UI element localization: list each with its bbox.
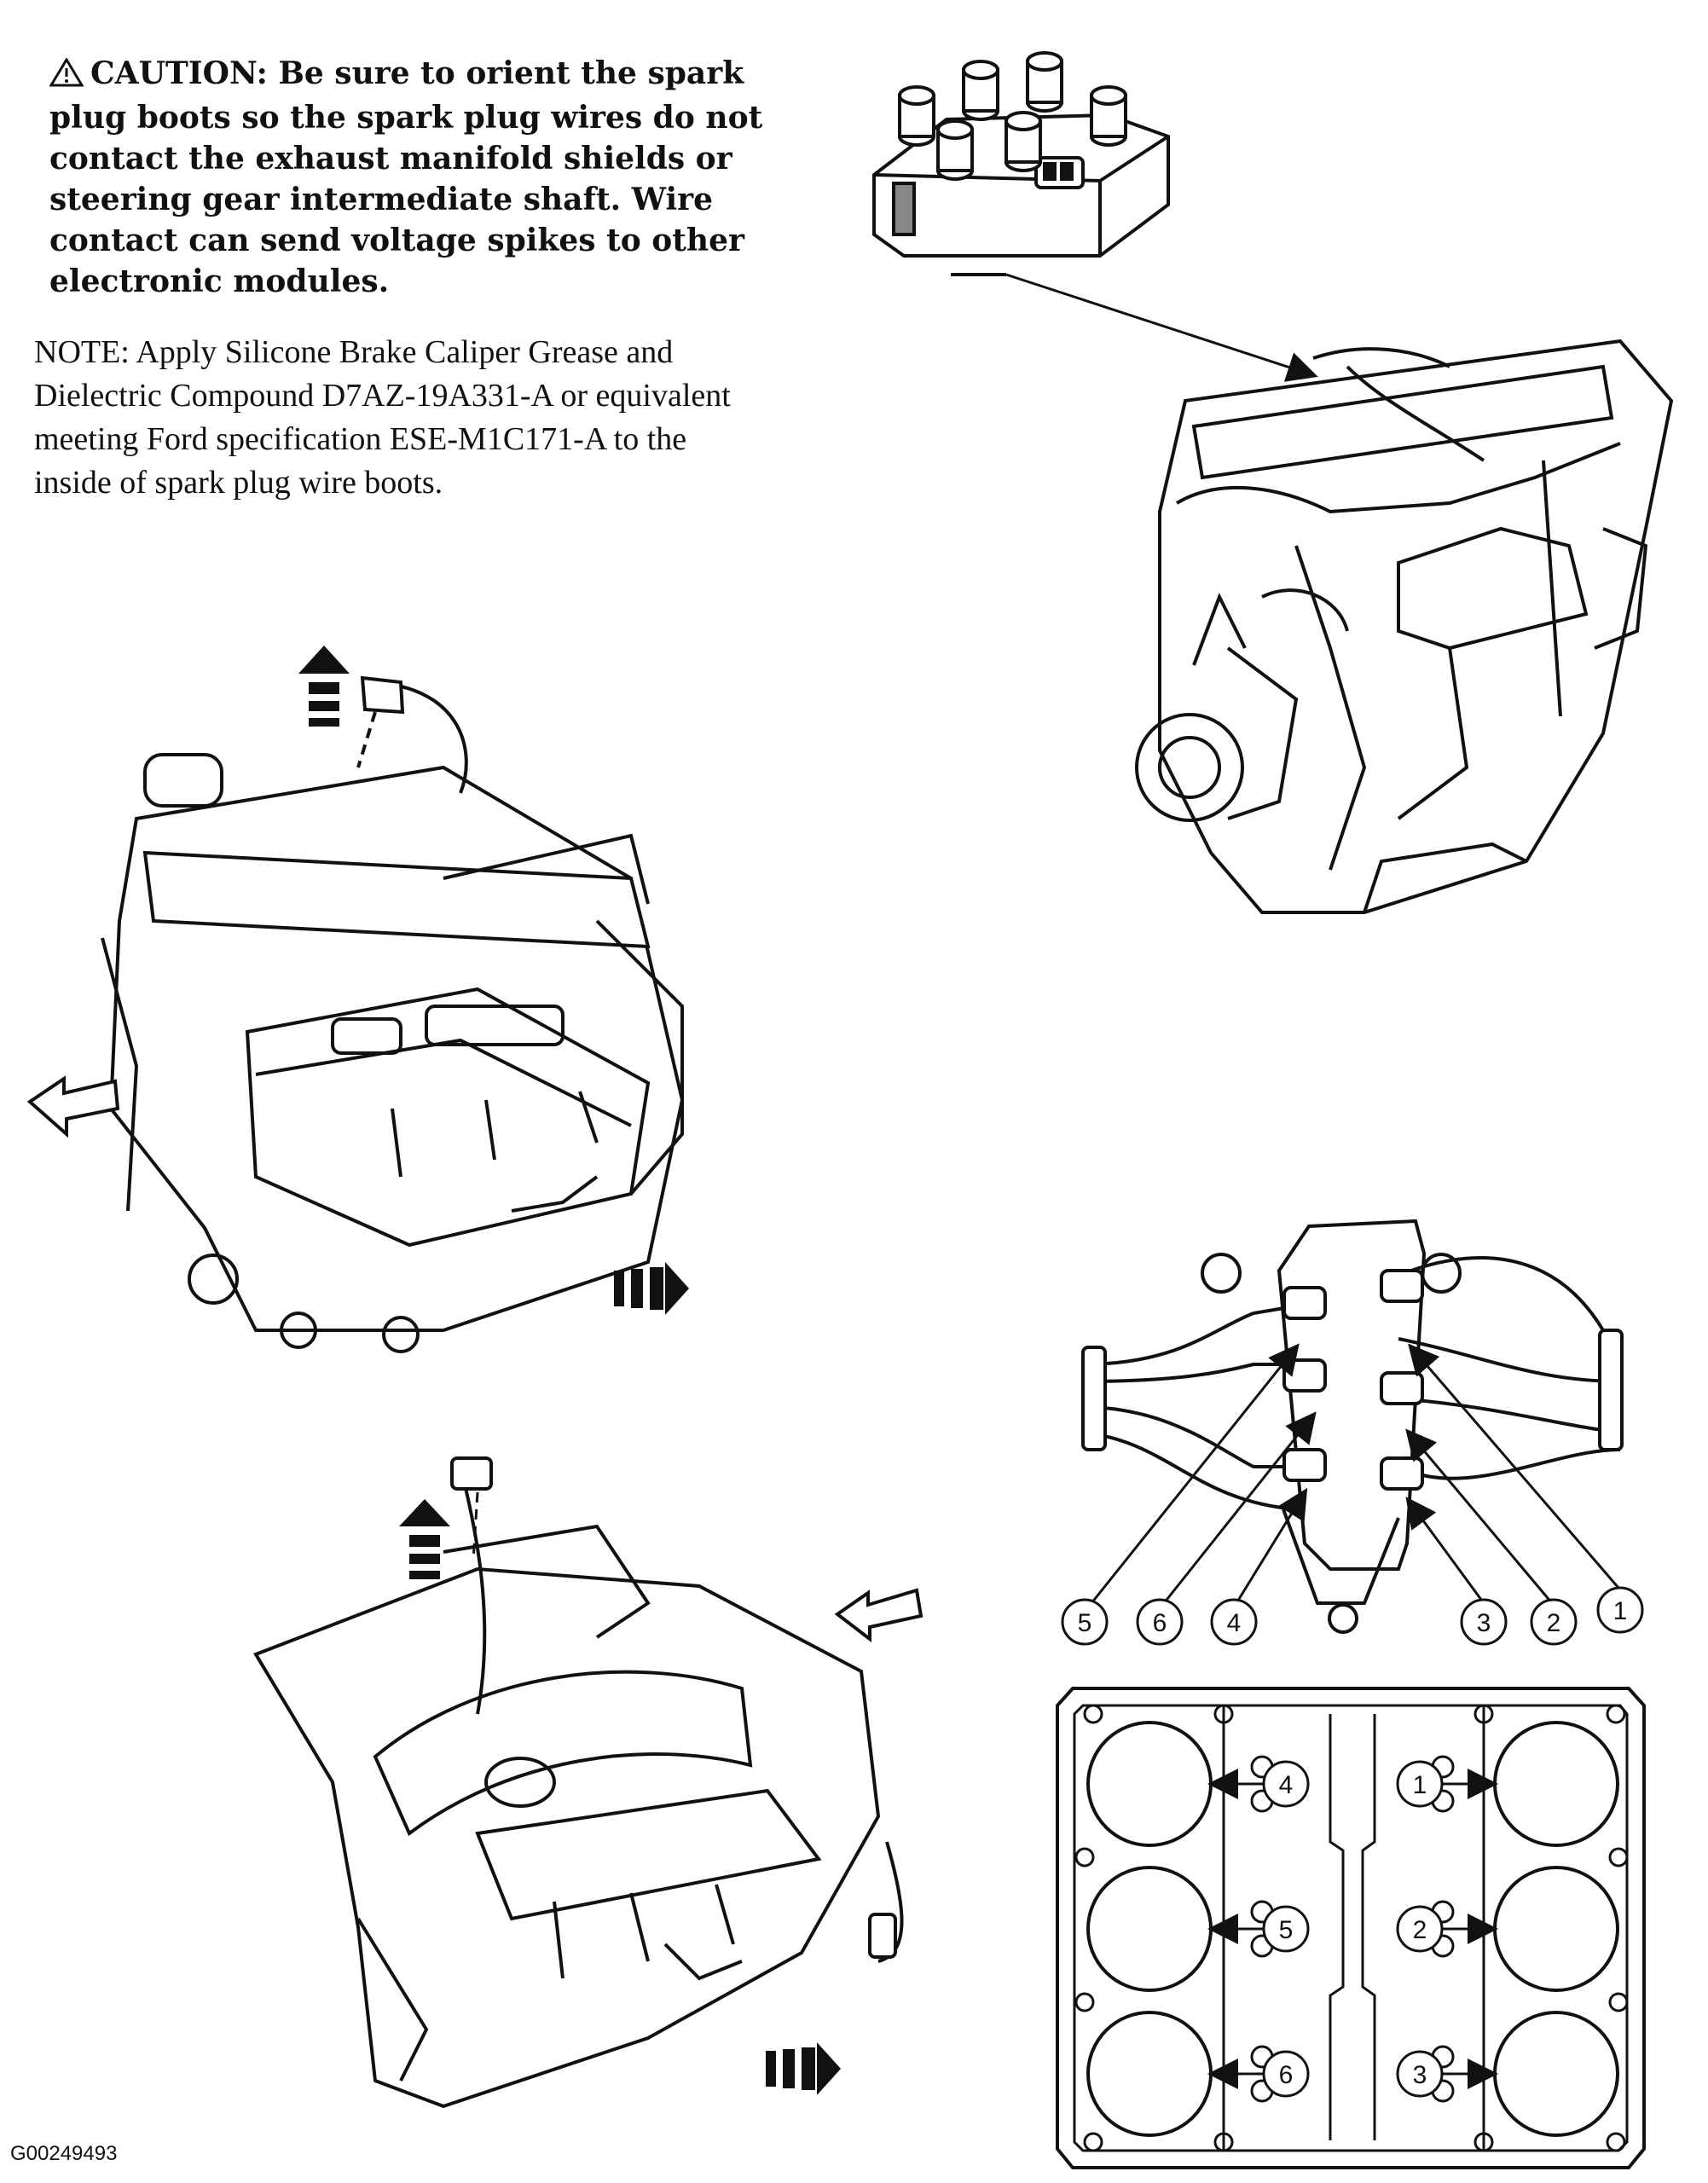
callout-label-4: 4 xyxy=(1227,1609,1242,1637)
coil-leader-line xyxy=(1005,273,1318,382)
right-arrow-lower xyxy=(766,2042,841,2095)
callout-circle-6 xyxy=(1136,1598,1184,1646)
engine-illustration-lower xyxy=(253,1456,904,2109)
cylinder-callouts xyxy=(1262,1760,1444,2098)
caution-label: CAUTION: xyxy=(90,55,268,91)
callout-label-3: 3 xyxy=(1477,1609,1491,1637)
up-arrow-middle-left xyxy=(298,646,350,727)
cylinder-label-1: 1 xyxy=(1413,1771,1427,1799)
cylinder-circle-2 xyxy=(1396,1905,1444,1953)
callout-circle-4 xyxy=(1210,1598,1258,1646)
wire-routing-diagram xyxy=(1081,1219,1624,1634)
callout-label-6: 6 xyxy=(1153,1609,1167,1637)
cylinder-label-5: 5 xyxy=(1279,1916,1294,1944)
engine-illustration-middle-left xyxy=(101,680,685,1353)
cylinder-label-2: 2 xyxy=(1413,1916,1427,1944)
cylinder-circle-5 xyxy=(1262,1905,1310,1953)
left-arrow-middle-left xyxy=(26,1075,120,1138)
cylinder-label-6: 6 xyxy=(1279,2061,1294,2089)
callout-circle-5 xyxy=(1061,1598,1109,1646)
figure-id: G00249493 xyxy=(10,2142,118,2165)
firing-callouts xyxy=(1061,1586,1644,1646)
callout-circle-3 xyxy=(1460,1598,1508,1646)
diagonal-arrow-lower xyxy=(834,1588,923,1643)
callout-circle-2 xyxy=(1530,1598,1578,1646)
caution-body: Be sure to orient the spark plug boots s… xyxy=(49,55,763,299)
cylinder-circle-4 xyxy=(1262,1760,1310,1808)
cylinder-label-4: 4 xyxy=(1279,1771,1294,1799)
callout-label-2: 2 xyxy=(1547,1609,1561,1637)
cylinder-gasket-diagram xyxy=(1056,1687,1646,2169)
ignition-coil-pack xyxy=(872,51,1170,258)
cylinder-circle-1 xyxy=(1396,1760,1444,1808)
callout-circle-1 xyxy=(1596,1586,1644,1634)
up-arrow-lower xyxy=(399,1499,450,1579)
engine-illustration-upper-right xyxy=(1135,339,1674,914)
caution-text-block: CAUTION: Be sure to orient the spark plu… xyxy=(49,53,800,302)
callout-label-1: 1 xyxy=(1613,1597,1628,1625)
right-arrow-middle-left xyxy=(614,1262,689,1315)
caution-triangle-icon xyxy=(49,56,84,97)
cylinder-circle-3 xyxy=(1396,2050,1444,2098)
callout-label-5: 5 xyxy=(1078,1609,1092,1637)
plug-wire-boot-middle-left xyxy=(356,675,405,768)
plug-wire-dash-lower xyxy=(472,1491,479,1561)
cylinder-label-3: 3 xyxy=(1413,2061,1427,2089)
cylinder-circle-6 xyxy=(1262,2050,1310,2098)
note-text-block: NOTE: Apply Silicone Brake Caliper Greas… xyxy=(34,334,731,501)
